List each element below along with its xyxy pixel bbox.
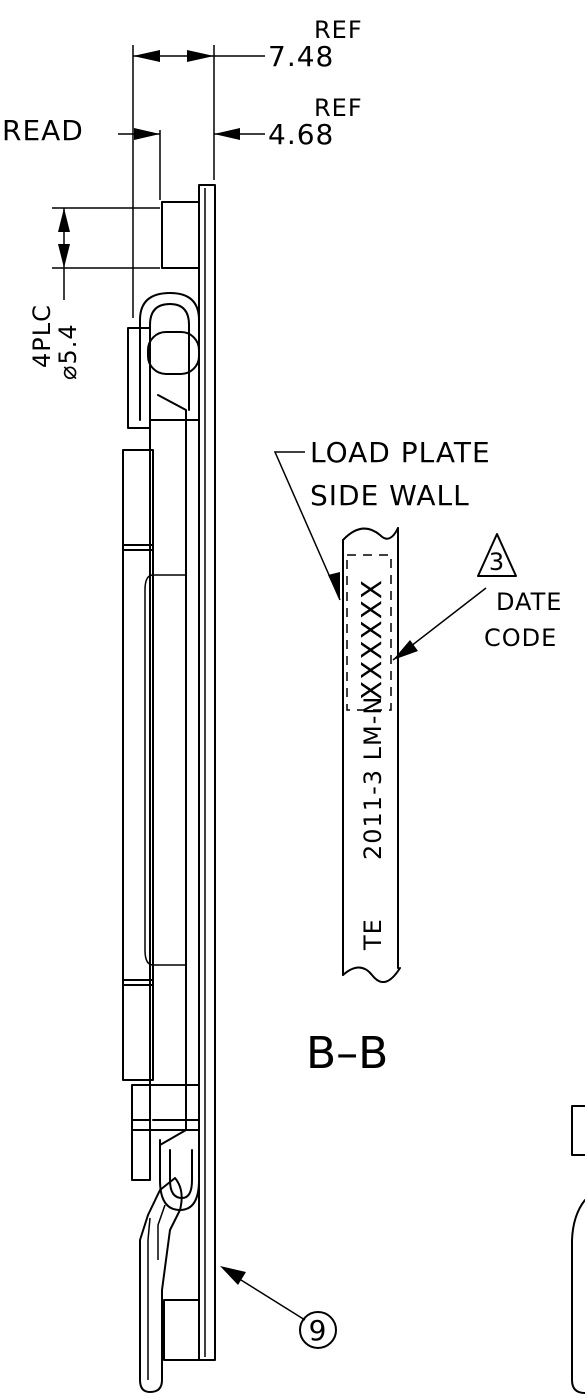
lever-clamp-side xyxy=(131,1119,151,1181)
lever-handle xyxy=(139,1177,183,1393)
date-code-placeholder: XXXXXX xyxy=(355,579,388,700)
lever-clamp xyxy=(131,1084,200,1131)
thread-label: READ xyxy=(2,114,84,147)
load-plate-body xyxy=(122,544,154,986)
note-number: 3 xyxy=(489,548,505,576)
hinge-bracket xyxy=(127,327,151,429)
load-plate-label-line2: SIDE WALL xyxy=(310,479,470,512)
section-label: B–B xyxy=(306,1028,388,1079)
date-code-label-line1: DATE xyxy=(496,588,562,616)
part-marking: 2011-3 LM-N xyxy=(359,696,387,860)
dimension-ref-label: REF xyxy=(314,94,363,122)
dimension-4-68: REF 4.68 READ xyxy=(2,94,363,200)
date-code-box xyxy=(346,554,392,711)
break-line-bottom xyxy=(342,966,401,983)
brand-marking: TE xyxy=(359,918,387,951)
standoff-bottom xyxy=(163,1299,200,1361)
dimension-value: 7.48 xyxy=(268,40,334,73)
dimension-ref-label: REF xyxy=(314,16,363,44)
hole-diameter-label: ⌀5.4 xyxy=(54,323,82,380)
item-9-callout: 9 xyxy=(220,1266,337,1349)
note-triangle xyxy=(477,533,517,577)
base-plate xyxy=(198,184,216,1361)
dimension-hole-diameter: 4PLC ⌀5.4 xyxy=(28,207,160,380)
hinge-pin xyxy=(147,331,200,375)
hole-count-label: 4PLC xyxy=(28,304,56,368)
dimension-value: 4.68 xyxy=(268,118,334,151)
date-code-label-line2: CODE xyxy=(484,624,557,652)
section-b-b-detail: XXXXXX 2011-3 LM-N TE LOAD PLATE SIDE WA… xyxy=(273,436,562,1079)
load-plate-label-line1: LOAD PLATE xyxy=(310,436,491,469)
item-number: 9 xyxy=(309,1314,328,1347)
socket-side-view xyxy=(122,184,216,1393)
load-plate-lower xyxy=(122,979,154,1081)
standoff-top xyxy=(161,201,200,269)
partial-view-edge xyxy=(571,1105,585,1394)
load-plate-side xyxy=(122,449,154,551)
dimension-7-48: REF 7.48 xyxy=(132,16,363,318)
item-balloon xyxy=(299,1311,337,1349)
break-line-top xyxy=(342,527,399,541)
